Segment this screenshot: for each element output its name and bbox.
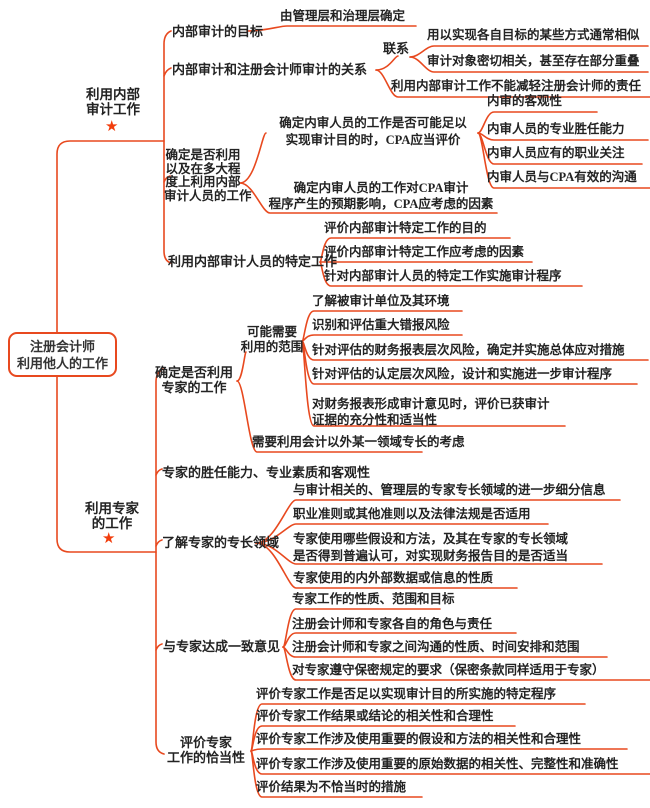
node-relevance-completeness-accuracy-of-source-data: 评价专家工作涉及使用重要的原始数据的相关性、完整性和准确性 bbox=[256, 757, 619, 771]
node-professional-competence: 内审人员的专业胜任能力 bbox=[487, 122, 625, 136]
node-identify-assess-misstatement-risk: 识别和评估重大错报风险 bbox=[312, 318, 450, 332]
node-need-expertise-outside-accounting: 需要利用会计以外某一领域专长的考虑 bbox=[252, 435, 465, 449]
branch-internal-line2: 审计工作 bbox=[86, 102, 140, 117]
node-communication-nature-timing-scope: 注册会计师和专家之间沟通的性质、时间安排和范围 bbox=[292, 640, 580, 654]
connector-line bbox=[255, 523, 549, 544]
node-internal-audit-objectivity: 内审的客观性 bbox=[487, 94, 563, 108]
connector-line bbox=[155, 468, 163, 476]
connector-line bbox=[477, 132, 650, 189]
node-assumptions-methods-accepted: 专家使用哪些假设和方法，及其在专家的专长领域是否得到普遍认可，对实现财务报告目的… bbox=[293, 532, 569, 563]
node-possible-scope-of-use: 可能需要利用的范围 bbox=[240, 325, 304, 354]
node-internal-audit-objective: 内部审计的目标 bbox=[172, 24, 264, 39]
connector-line bbox=[301, 340, 566, 427]
node-closely-related-objects: 审计对象密切相关，甚至存在部分重叠 bbox=[427, 54, 640, 68]
connector-line bbox=[163, 30, 172, 264]
node-agree-with-expert: 与专家达成一致意见 bbox=[163, 639, 281, 654]
node-standards-laws-applicable: 职业准则或其他准则以及法律法规是否适用 bbox=[293, 507, 531, 521]
node-evaluate-expert-work-appropriateness: 评价专家工作的恰当性 bbox=[166, 735, 245, 765]
node-confidentiality-requirements: 对专家遵守保密规定的要求（保密条款同样适用于专家） bbox=[292, 663, 605, 677]
connector-line bbox=[236, 380, 423, 453]
node-expected-effect-factors: 确定内审人员的工作对CPA审计程序产生的预期影响，CPA应考虑的因素 bbox=[268, 181, 494, 211]
node-work-nature-scope-objective: 专家工作的性质、范围和目标 bbox=[292, 592, 455, 606]
node-relevance-of-assumptions-methods: 评价专家工作涉及使用重要的假设和方法的相关性和合理性 bbox=[256, 732, 582, 746]
connector-line bbox=[301, 334, 463, 342]
star-icon: ★ bbox=[102, 531, 116, 547]
connector-line bbox=[255, 542, 518, 589]
root-node-line1: 注册会计师 bbox=[29, 338, 95, 354]
node-determine-whether-extent: 确定是否利用以及在多大程度上利用内部审计人员的工作 bbox=[164, 148, 252, 203]
node-evaluate-specific-work-purpose: 评价内部审计特定工作的目的 bbox=[324, 221, 487, 235]
connector-line bbox=[375, 69, 650, 98]
node-relation-link: 联系 bbox=[383, 41, 410, 56]
connector-line bbox=[155, 539, 163, 547]
connector-line bbox=[155, 643, 163, 651]
connector-line bbox=[155, 368, 165, 755]
connector-line bbox=[163, 67, 172, 77]
connector-line bbox=[375, 55, 399, 71]
node-procedures-on-specific-work: 针对内部审计人员的特定工作实施审计程序 bbox=[324, 269, 562, 283]
node-expert-competence-objectivity: 专家的胜任能力、专业素质和客观性 bbox=[162, 465, 371, 480]
node-evaluate-specific-work-factors: 评价内部审计特定工作应考虑的因素 bbox=[324, 245, 525, 259]
root-node: 注册会计师 利用他人的工作 bbox=[8, 332, 117, 377]
star-icon: ★ bbox=[105, 119, 119, 135]
connector-line bbox=[56, 376, 157, 553]
connector-line bbox=[409, 45, 649, 58]
connector-line bbox=[239, 182, 498, 214]
branch-expert-line2: 的工作 bbox=[91, 516, 133, 531]
node-objective-set-by-management: 由管理层和治理层确定 bbox=[280, 9, 406, 23]
node-determine-whether-use-expert: 确定是否利用专家的工作 bbox=[154, 365, 233, 395]
connector-line bbox=[477, 111, 598, 134]
node-no-reduced-responsibility: 利用内部审计工作不能减轻注册会计师的责任 bbox=[391, 79, 642, 93]
node-similar-means: 用以实现各自目标的某些方式通常相似 bbox=[427, 28, 640, 42]
node-effective-communication: 内审人员与CPA有效的沟通 bbox=[487, 170, 637, 184]
node-cpa-should-evaluate: 确定内审人员的工作是否可能足以实现审计目的时，CPA应当评价 bbox=[279, 116, 467, 147]
connector-line bbox=[239, 132, 267, 184]
branch-use-expert-work: 利用专家 的工作 bbox=[85, 501, 139, 531]
node-due-professional-care: 内审人员应有的职业关注 bbox=[487, 146, 625, 160]
connector-line bbox=[250, 748, 628, 752]
node-measures-when-inadequate: 评价结果为不恰当时的措施 bbox=[256, 780, 407, 794]
node-understand-expert-field: 了解专家的专长领域 bbox=[162, 535, 280, 550]
node-fs-level-risk-responses: 针对评估的财务报表层次风险，确定并实施总体应对措施 bbox=[312, 343, 625, 357]
connector-line bbox=[282, 646, 650, 681]
node-specific-work-of-internal-auditors: 利用内部审计人员的特定工作 bbox=[168, 254, 338, 269]
node-nature-of-data-information: 专家使用的内外部数据或信息的性质 bbox=[293, 571, 494, 585]
connector-line bbox=[163, 175, 171, 183]
node-field-segment-information: 与审计相关的、管理层的专家专长领域的进一步细分信息 bbox=[293, 483, 606, 497]
connector-line bbox=[250, 750, 423, 798]
root-node-line2: 利用他人的工作 bbox=[16, 355, 108, 371]
connector-line bbox=[56, 140, 165, 334]
node-relationship-internal-cpa-audit: 内部审计和注册会计师审计的关系 bbox=[172, 62, 368, 77]
node-relevance-reasonableness-of-findings: 评价专家工作结果或结论的相关性和合理性 bbox=[256, 709, 494, 723]
node-roles-responsibilities: 注册会计师和专家各自的角色与责任 bbox=[292, 617, 493, 631]
branch-use-internal-audit-work: 利用内部 审计工作 bbox=[84, 87, 142, 117]
connector-line bbox=[409, 56, 649, 73]
branch-expert-line1: 利用专家 bbox=[85, 501, 139, 516]
node-specific-procedures-sufficiency: 评价专家工作是否足以实现审计目的所实施的特定程序 bbox=[256, 687, 557, 701]
connector-line bbox=[246, 25, 417, 32]
connector-line bbox=[319, 261, 583, 287]
branch-internal-line1: 利用内部 bbox=[86, 87, 140, 102]
node-understand-entity-environment: 了解被审计单位及其环境 bbox=[312, 294, 450, 308]
connector-line bbox=[319, 237, 511, 263]
connector-line bbox=[236, 351, 247, 382]
node-evaluate-audit-evidence: 对财务报表形成审计意见时，评价已获审计证据的充分性和适当性 bbox=[312, 397, 550, 427]
node-assertion-level-risk-procedures: 针对评估的认定层次风险，设计和实施进一步审计程序 bbox=[312, 367, 613, 381]
